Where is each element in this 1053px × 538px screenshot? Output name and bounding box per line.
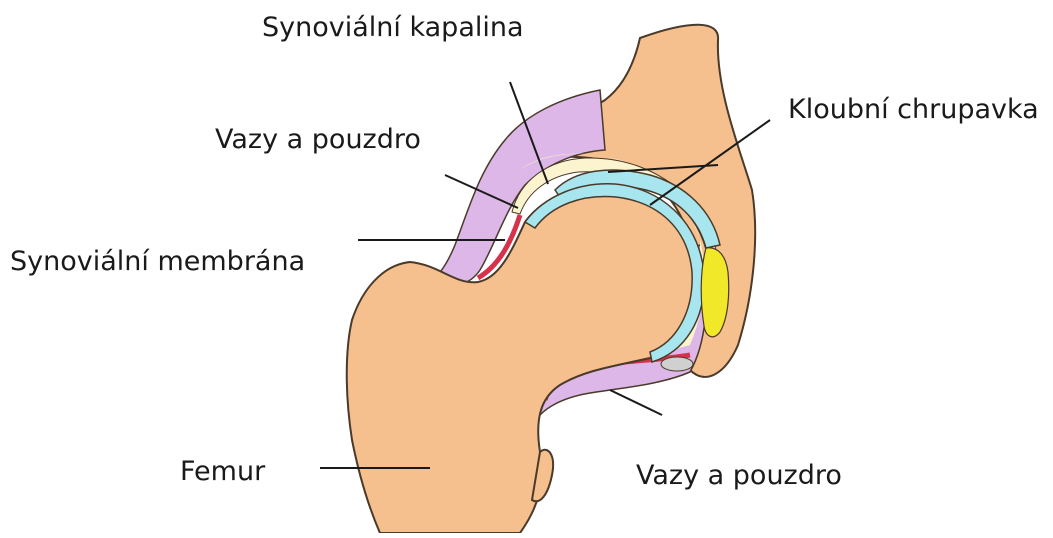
label-femur: Femur [180, 458, 265, 485]
label-articular-cartilage: Kloubní chrupavka [788, 96, 1039, 123]
label-synovial-fluid: Synoviální kapalina [262, 14, 524, 41]
label-ligaments-capsule-top: Vazy a pouzdro [215, 126, 421, 153]
label-ligaments-capsule-bottom: Vazy a pouzdro [636, 462, 842, 489]
label-synovial-membrane: Synoviální membrána [10, 248, 305, 275]
leader-ligaments-bottom [610, 390, 662, 415]
ligamentum-teres [661, 357, 693, 371]
